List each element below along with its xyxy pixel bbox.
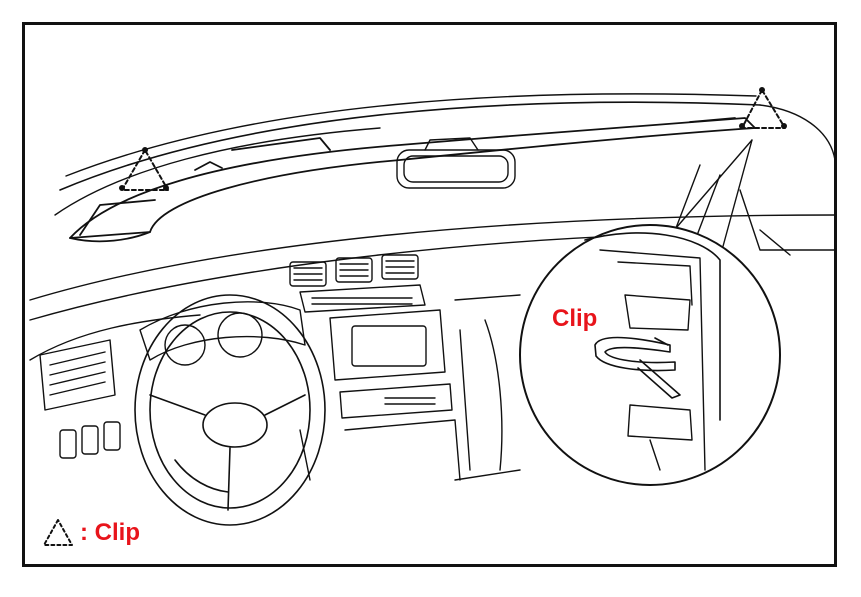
upper-trim-garnish xyxy=(69,117,756,243)
dashed-triangle-icon xyxy=(43,519,73,546)
dashboard-top xyxy=(29,214,836,361)
clip-marker-dots xyxy=(119,87,787,191)
center-vents xyxy=(289,254,426,313)
left-vents xyxy=(39,339,121,459)
callout-leader-lines xyxy=(669,139,753,251)
center-console xyxy=(299,309,461,481)
clip-markers xyxy=(121,89,786,191)
passenger-dash xyxy=(454,294,521,481)
rear-view-mirror xyxy=(396,137,516,189)
windshield-outline xyxy=(54,93,836,216)
callout-clip-label: Clip xyxy=(552,305,598,332)
detail-magnifier xyxy=(519,224,781,486)
clip-detail xyxy=(594,336,681,399)
legend-text: : Clip xyxy=(80,519,140,546)
steering-wheel xyxy=(134,294,326,526)
legend: : Clip xyxy=(40,516,140,550)
